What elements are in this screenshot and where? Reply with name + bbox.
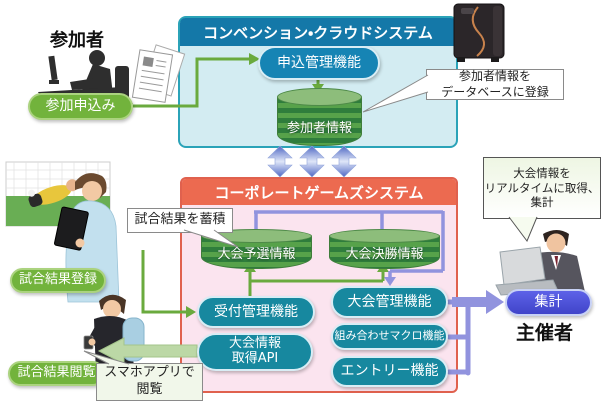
sync-arrows (267, 145, 357, 178)
smartphone-callout: スマホアプリで 閲覧 (96, 363, 203, 401)
tournament-mgmt-pill: 大会管理機能 (331, 286, 448, 318)
entry-pill: エントリー機能 (331, 356, 448, 387)
participant-db-label: 参加者情報 (286, 121, 352, 136)
reception-mgmt-pill: 受付管理機能 (197, 296, 315, 328)
final-db-cylinder: 大会決勝情報 (329, 229, 440, 269)
realtime-callout: 大会情報を リアルタイムに取得、 集計 (483, 157, 601, 219)
realtime-callout-pointer (508, 216, 538, 242)
organizer-at-laptop-icon (495, 230, 585, 296)
convention-cloud-system-title: コンベンション・クラウドシステム (180, 18, 456, 46)
aggregate-arrow (452, 290, 504, 314)
participant-label: 参加者 (50, 30, 104, 51)
accumulate-callout: 試合結果を蓄積 (127, 208, 233, 233)
info-api-pill: 大会情報 取得API (197, 333, 313, 371)
goalkeeper-photo (5, 161, 111, 227)
corporate-games-system-title: コーポレートゲームズシステム (182, 179, 456, 205)
qualifier-db-label: 大会予選情報 (217, 247, 296, 262)
matching-macro-pill: 組み合わせマクロ機能 (331, 323, 448, 350)
qualifier-db-cylinder: 大会予選情報 (201, 229, 312, 269)
register-db-callout: 参加者情報を データベースに登録 (426, 69, 564, 100)
documents-icon (131, 44, 186, 103)
aggregate-pill: 集計 (505, 289, 592, 316)
view-result-pill: 試合結果閲覧 (8, 361, 105, 386)
apply-pill: 参加申込み (28, 93, 133, 120)
final-db-label: 大会決勝情報 (345, 247, 424, 262)
application-mgmt-pill: 申込管理機能 (258, 46, 380, 80)
register-result-pill: 試合結果登録 (10, 268, 106, 293)
organizer-label: 主催者 (516, 322, 574, 344)
server-icon (453, 3, 505, 62)
participant-db-cylinder: 参加者情報 (277, 88, 362, 146)
